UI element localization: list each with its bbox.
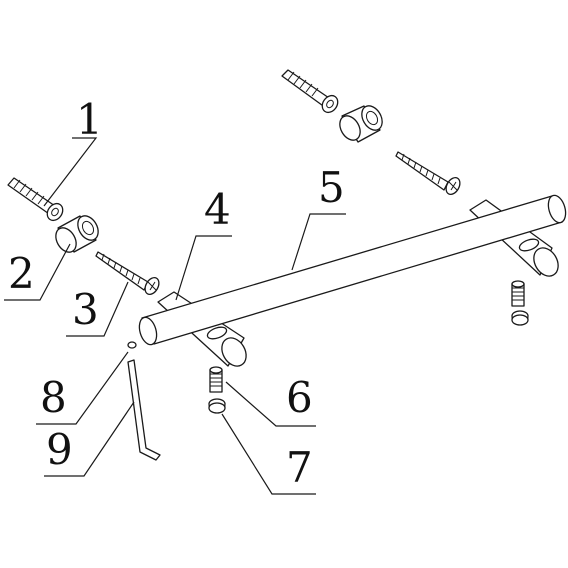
callout-9: 9 xyxy=(46,425,73,474)
cap-center xyxy=(208,398,226,414)
handle-bar xyxy=(138,194,567,346)
small-cap-part xyxy=(127,341,137,349)
callout-6: 6 xyxy=(286,373,313,422)
leader-lines xyxy=(4,137,346,495)
wall-anchor-left xyxy=(7,177,64,222)
wood-screw-left xyxy=(95,251,160,296)
callout-5: 5 xyxy=(318,163,345,212)
callout-8: 8 xyxy=(40,373,67,422)
cap-right xyxy=(511,310,529,326)
set-screw-right xyxy=(511,280,525,307)
callout-3: 3 xyxy=(72,285,99,334)
allen-key xyxy=(127,359,161,461)
callout-4: 4 xyxy=(204,185,231,234)
callout-7: 7 xyxy=(286,443,313,492)
set-screw-center xyxy=(209,366,223,393)
spacer-cylinder-left xyxy=(55,215,99,253)
callout-1: 1 xyxy=(76,95,103,144)
wood-screw-right xyxy=(395,151,461,196)
wall-anchor-right xyxy=(281,69,339,114)
callout-2: 2 xyxy=(8,249,35,298)
spacer-cylinder-right xyxy=(339,105,383,143)
